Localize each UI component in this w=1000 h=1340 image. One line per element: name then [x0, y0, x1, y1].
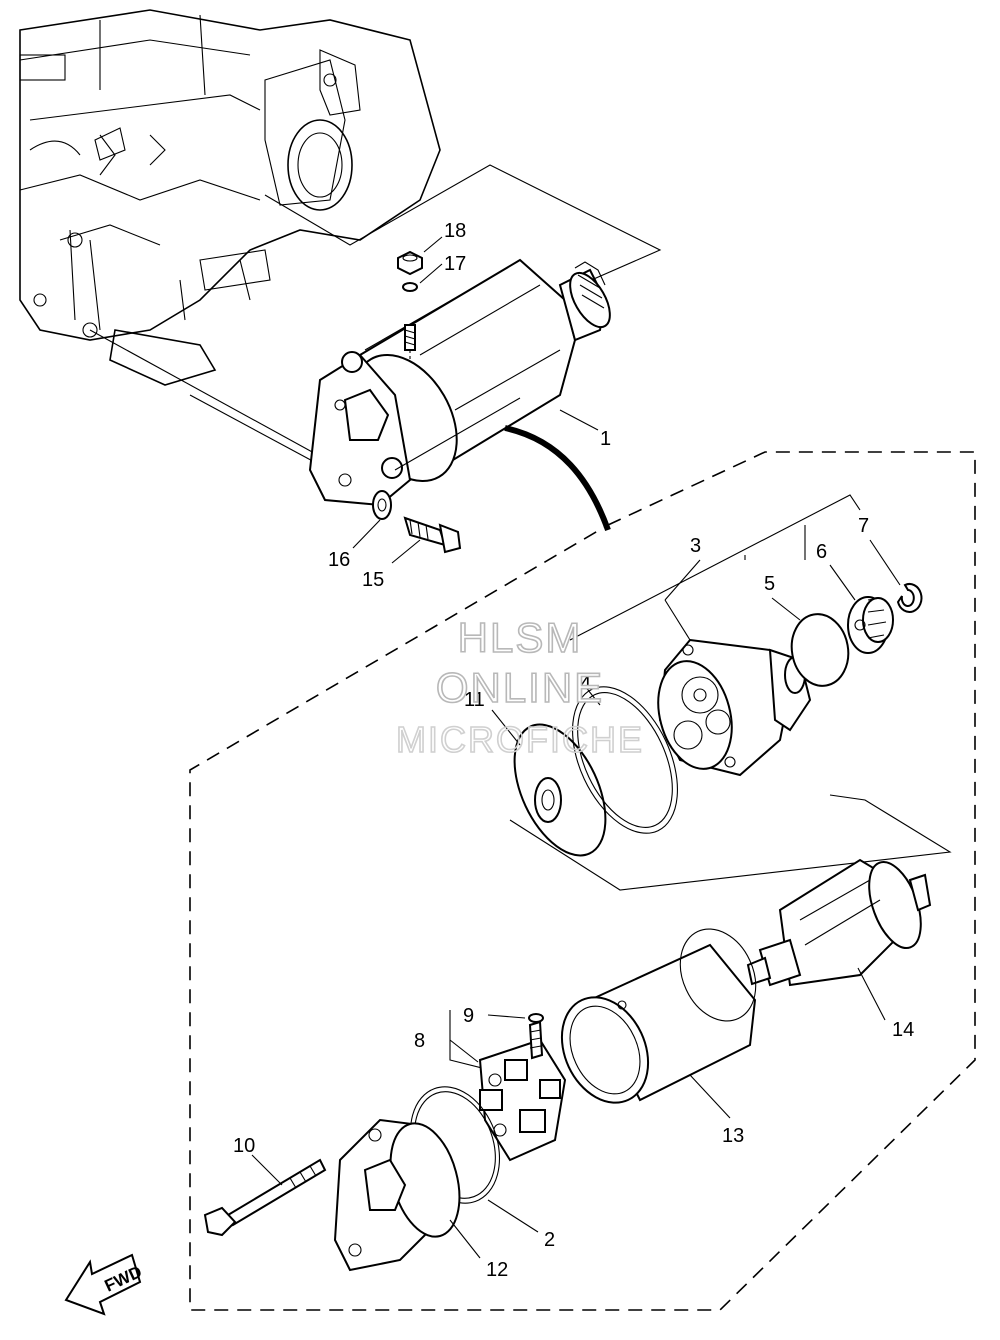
engine-block — [19, 9, 441, 386]
o-ring-large — [572, 686, 678, 834]
armature — [746, 858, 932, 987]
watermark-line-3: MICROFICHE — [396, 719, 644, 760]
brush-holder — [478, 1013, 567, 1162]
callout-18: 18 — [444, 220, 466, 242]
callout-13: 13 — [722, 1125, 744, 1147]
callout-11: 11 — [464, 689, 485, 711]
callout-15: 15 — [362, 569, 384, 591]
callout-2: 2 — [544, 1229, 555, 1251]
pinion-gear — [847, 596, 894, 654]
starter-motor-assembly — [308, 258, 611, 507]
callout-17: 17 — [444, 253, 466, 275]
bolt-and-washer — [372, 490, 462, 554]
watermark: HLSM ONLINE MICROFICHE — [395, 613, 644, 761]
callout-5: 5 — [764, 573, 775, 595]
callout-16: 16 — [328, 549, 350, 571]
callout-labels: 18 17 1 16 15 3 5 6 7 4 11 9 8 10 12 2 1… — [233, 220, 914, 1281]
rear-bracket — [333, 1118, 461, 1272]
callout-4: 4 — [580, 673, 591, 695]
starter-cable — [504, 425, 611, 532]
callout-3: 3 — [690, 535, 701, 557]
mounting-leader-lines — [89, 164, 662, 471]
circlip — [896, 583, 923, 613]
end-cover-disc — [513, 723, 607, 857]
watermark-line-2: ONLINE — [436, 664, 604, 711]
leader-lines — [251, 236, 901, 1259]
o-ring-small — [790, 613, 850, 687]
callout-6: 6 — [816, 541, 827, 563]
nut-washer-stud — [397, 250, 423, 360]
exploded-view-boundary — [189, 451, 976, 1311]
callout-10: 10 — [233, 1135, 255, 1157]
callout-12: 12 — [486, 1259, 508, 1281]
through-bolt — [203, 1158, 327, 1237]
front-bracket-planetary — [657, 638, 812, 777]
watermark-line-1: HLSM — [458, 614, 583, 661]
callout-7: 7 — [858, 515, 869, 537]
callout-1: 1 — [600, 428, 611, 450]
callout-14: 14 — [892, 1019, 914, 1041]
callout-9: 9 — [463, 1005, 474, 1027]
fwd-arrow: FWD — [64, 1253, 145, 1316]
yoke-housing — [560, 928, 757, 1104]
callout-8: 8 — [414, 1030, 425, 1052]
